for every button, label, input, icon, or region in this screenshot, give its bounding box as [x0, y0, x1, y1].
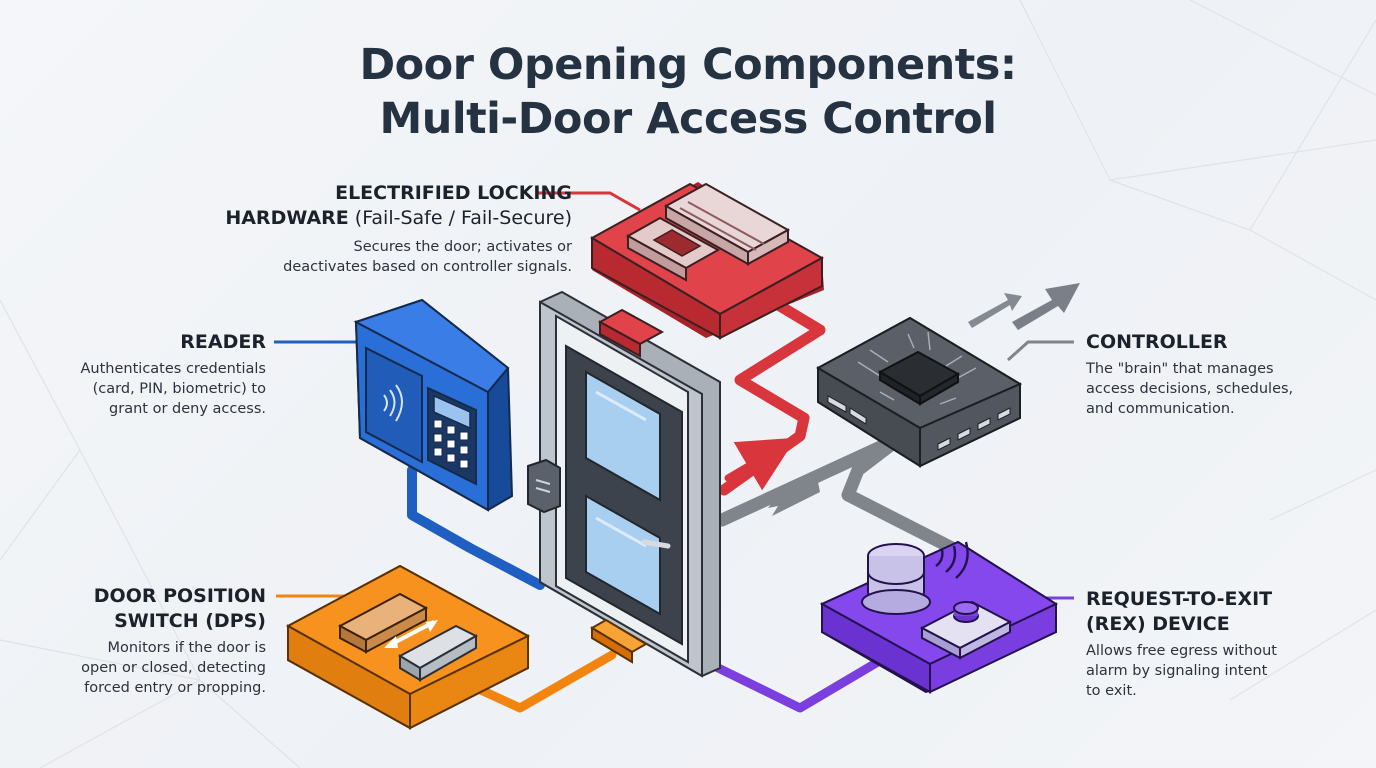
- processor-chip-icon: [877, 350, 961, 406]
- wire-rex-purple: [701, 651, 893, 713]
- controller-heading: CONTROLLER: [1086, 331, 1228, 353]
- dps-desc-line2: open or closed, detecting: [81, 660, 266, 676]
- leader-locking: [536, 191, 641, 212]
- locking-heading-line2: HARDWARE (Fail-Safe / Fail-Secure): [140, 206, 572, 231]
- rex-desc-line3: to exit.: [1086, 683, 1137, 699]
- reader-description: Authenticates credentials (card, PIN, bi…: [30, 359, 266, 419]
- double-arrow-icon: [384, 620, 438, 648]
- locking-desc-line2: deactivates based on controller signals.: [283, 259, 572, 275]
- rex-heading: REQUEST-TO-EXIT (REX) DEVICE: [1086, 587, 1346, 637]
- wire-dps-orange: [465, 650, 617, 713]
- door-assembly: [527, 290, 721, 678]
- exit-button-icon: [919, 600, 1013, 660]
- contactless-icon: [383, 384, 403, 422]
- dps-switch-icon: [397, 624, 479, 682]
- wire-reader-blue: [407, 465, 545, 590]
- dps-heading-line2: SWITCH (DPS): [114, 610, 266, 632]
- locking-heading: ELECTRIFIED LOCKING HARDWARE (Fail-Safe …: [140, 181, 572, 231]
- rex-description: Allows free egress without alarm by sign…: [1086, 641, 1346, 701]
- maglock-icon: [663, 182, 791, 266]
- dps-description: Monitors if the door is open or closed, …: [30, 638, 266, 698]
- motion-sensor-icon: [861, 543, 931, 615]
- locking-desc-line1: Secures the door; activates or: [353, 239, 572, 255]
- dps-module: [285, 564, 531, 730]
- locking-heading-line1: ELECTRIFIED LOCKING: [335, 182, 572, 204]
- page-title-line1: Door Opening Components:: [359, 40, 1017, 90]
- dps-magnet-icon: [337, 592, 429, 654]
- rex-heading-line1: REQUEST-TO-EXIT: [1086, 588, 1273, 610]
- dps-heading: DOOR POSITION SWITCH (DPS): [30, 584, 266, 634]
- reader-module: [353, 298, 514, 512]
- label-dps: DOOR POSITION SWITCH (DPS) Monitors if t…: [30, 584, 266, 698]
- wire-controller-gray: [715, 431, 959, 555]
- electric-strike-icon: [625, 216, 721, 282]
- signal-waves-icon: [935, 541, 969, 579]
- door-dps-magnet-icon: [590, 618, 648, 664]
- label-controller: CONTROLLER The "brain" that manages acce…: [1086, 330, 1346, 419]
- rex-desc-line2: alarm by signaling intent: [1086, 663, 1268, 679]
- reader-desc-line3: grant or deny access.: [109, 401, 266, 417]
- wire-controller-up: [968, 283, 1080, 330]
- arrow-red: [724, 437, 797, 491]
- controller-desc-line1: The "brain" that manages: [1086, 361, 1274, 377]
- reader-desc-line1: Authenticates credentials: [80, 361, 266, 377]
- label-locking-hardware: ELECTRIFIED LOCKING HARDWARE (Fail-Safe …: [140, 181, 572, 277]
- page-title: Door Opening Components: Multi-Door Acce…: [0, 38, 1376, 146]
- dps-desc-line3: forced entry or propping.: [84, 680, 266, 696]
- label-rex: REQUEST-TO-EXIT (REX) DEVICE Allows free…: [1086, 587, 1346, 701]
- rex-desc-line1: Allows free egress without: [1086, 643, 1277, 659]
- arrow-gray-left: [768, 482, 820, 516]
- door-mounted-reader-icon: [527, 458, 561, 514]
- locking-hardware-module: [589, 182, 825, 340]
- rex-heading-line2: (REX) DEVICE: [1086, 613, 1230, 635]
- locking-heading-main: HARDWARE: [225, 207, 349, 229]
- controller-desc-line2: access decisions, schedules,: [1086, 381, 1294, 397]
- door-strike-icon: [597, 308, 665, 358]
- locking-description: Secures the door; activates or deactivat…: [140, 237, 572, 277]
- page-title-line2: Multi-Door Access Control: [379, 94, 997, 144]
- keypad-icon: [427, 386, 477, 486]
- controller-description: The "brain" that manages access decision…: [1086, 359, 1346, 419]
- reader-desc-line2: (card, PIN, biometric) to: [92, 381, 266, 397]
- label-reader: READER Authenticates credentials (card, …: [30, 330, 266, 419]
- controller-module: [815, 316, 1023, 468]
- locking-heading-sub: (Fail-Safe / Fail-Secure): [348, 207, 572, 229]
- leader-controller: [1006, 340, 1074, 362]
- dps-heading-line1: DOOR POSITION: [93, 585, 266, 607]
- rex-module: [819, 540, 1059, 694]
- reader-heading: READER: [180, 331, 266, 353]
- controller-desc-line3: and communication.: [1086, 401, 1235, 417]
- dps-desc-line1: Monitors if the door is: [107, 640, 266, 656]
